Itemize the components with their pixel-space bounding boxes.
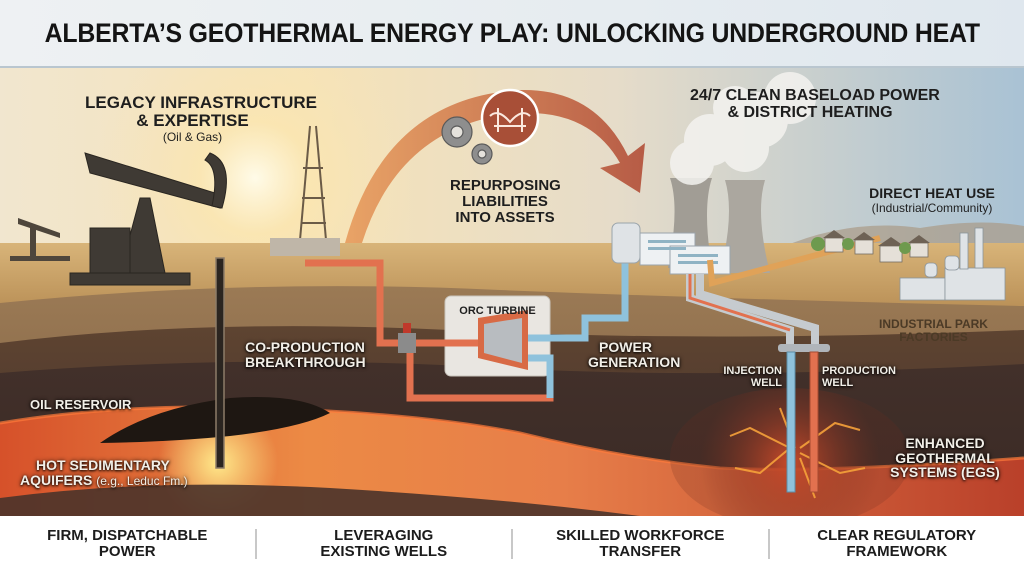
benefit-regulatory: CLEAR REGULATORY FRAMEWORK: [770, 526, 1024, 561]
industrial-park-line2: FACTORIES: [899, 329, 968, 344]
benefit-line2: POWER: [98, 543, 156, 560]
benefit-line2: FRAMEWORK: [846, 543, 948, 560]
egs-line2: GEOTHERMAL: [895, 449, 995, 466]
hot-aquifers-sub: (e.g., Leduc Fm.): [96, 473, 188, 488]
benefit-line1: SKILLED WORKFORCE: [556, 526, 725, 544]
direct-heat-sub: (Industrial/Community): [871, 200, 993, 215]
direct-heat-line1: DIRECT HEAT USE: [869, 185, 995, 201]
benefit-existing-wells: LEVERAGING EXISTING WELLS: [257, 526, 512, 561]
production-well-line1: PRODUCTION: [822, 365, 896, 377]
bridge-icon: [480, 88, 540, 148]
benefit-line2: EXISTING WELLS: [320, 543, 448, 560]
egs-line1: ENHANCED: [905, 435, 985, 451]
benefit-line1: LEVERAGING: [334, 526, 434, 544]
production-well-label: PRODUCTION WELL: [822, 365, 902, 389]
oil-reservoir-label: OIL RESERVOIR: [30, 397, 132, 412]
power-generation-line1: POWER: [599, 339, 652, 355]
legacy-line1: LEGACY INFRASTRUCTURE: [85, 93, 318, 112]
repurposing-label: REPURPOSING LIABILITIES INTO ASSETS: [450, 177, 561, 226]
gear-icon: [441, 116, 493, 165]
benefit-line1: CLEAR REGULATORY: [817, 526, 977, 544]
industrial-park-line1: INDUSTRIAL PARK: [879, 317, 988, 331]
baseload-label: 24/7 CLEAN BASELOAD POWER & DISTRICT HEA…: [690, 87, 940, 122]
hot-aquifers-label: HOT SEDIMENTARY AQUIFERS (e.g., Leduc Fm…: [20, 458, 210, 487]
power-generation-label: POWER GENERATION: [588, 339, 681, 370]
co-production-line1: CO-PRODUCTION: [245, 339, 365, 355]
benefit-line2: TRANSFER: [599, 543, 682, 560]
hot-aquifers-line2: AQUIFERS: [20, 471, 93, 488]
industrial-park-label: INDUSTRIAL PARK FACTORIES: [876, 318, 991, 343]
scene-graphic: [0, 68, 1024, 516]
geothermal-illustration: LEGACY INFRASTRUCTURE & EXPERTISE (Oil &…: [0, 68, 1024, 516]
benefits-footer: FIRM, DISPATCHABLE POWER LEVERAGING EXIS…: [0, 516, 1024, 572]
production-well-line2: WELL: [822, 376, 854, 389]
divider: [767, 529, 770, 559]
co-production-line2: BREAKTHROUGH: [245, 353, 366, 370]
injection-well-line1: INJECTION: [723, 365, 782, 377]
injection-well-label: INJECTION WELL: [716, 365, 782, 389]
page-title: ALBERTA’S GEOTHERMAL ENERGY PLAY: UNLOCK…: [44, 17, 980, 48]
repurposing-line3: INTO ASSETS: [455, 208, 555, 226]
benefit-line1: FIRM, DISPATCHABLE: [47, 526, 208, 544]
hot-aquifers-line1: HOT SEDIMENTARY: [36, 457, 170, 473]
repurposing-line1: REPURPOSING: [450, 177, 561, 194]
repurposing-line2: LIABILITIES: [462, 192, 548, 210]
baseload-line1: 24/7 CLEAN BASELOAD POWER: [690, 87, 940, 104]
direct-heat-label: DIRECT HEAT USE (Industrial/Community): [862, 186, 1002, 215]
orc-turbine-label: ORC TURBINE: [459, 305, 536, 317]
divider: [511, 529, 513, 559]
co-production-label: CO-PRODUCTION BREAKTHROUGH: [245, 339, 366, 370]
benefit-workforce: SKILLED WORKFORCE TRANSFER: [513, 526, 768, 561]
title-bar: ALBERTA’S GEOTHERMAL ENERGY PLAY: UNLOCK…: [0, 0, 1024, 68]
legacy-sub: (Oil & Gas): [162, 129, 223, 144]
baseload-line2: & DISTRICT HEATING: [727, 103, 893, 121]
power-generation-line2: GENERATION: [588, 353, 681, 370]
divider: [254, 529, 257, 559]
legacy-line2: & EXPERTISE: [136, 110, 249, 130]
egs-line3: SYSTEMS (EGS): [890, 464, 1000, 481]
benefit-firm-power: FIRM, DISPATCHABLE POWER: [0, 526, 255, 561]
egs-label: ENHANCED GEOTHERMAL SYSTEMS (EGS): [880, 436, 1010, 480]
injection-well-line2: WELL: [750, 376, 782, 389]
legacy-infrastructure-label: LEGACY INFRASTRUCTURE & EXPERTISE (Oil &…: [85, 93, 318, 144]
